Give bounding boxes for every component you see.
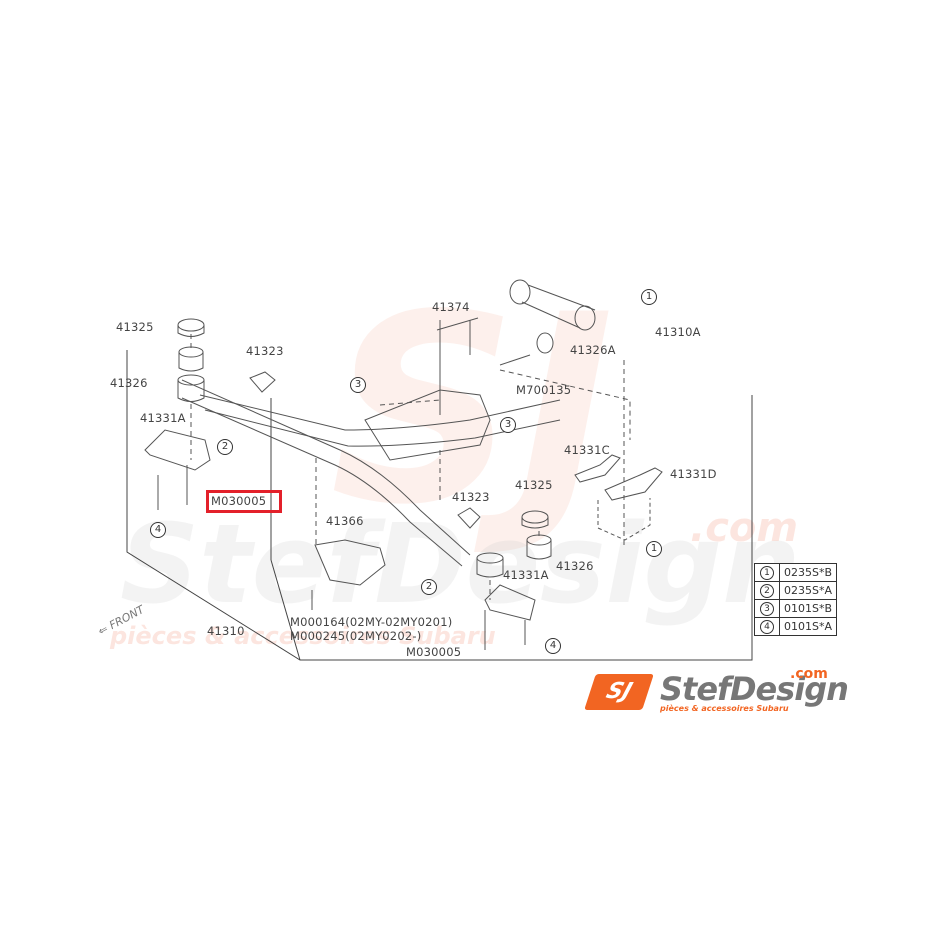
callout-2: 2: [217, 439, 233, 455]
legend-key: 1: [760, 566, 774, 580]
callout-1: 1: [646, 541, 662, 557]
part-label-m030005-right[interactable]: M030005: [406, 645, 462, 659]
legend-row: 1 0235S*B: [754, 563, 838, 582]
watermark-tagline: pièces & accessoires Subaru: [110, 622, 496, 650]
callout-4: 4: [150, 522, 166, 538]
highlight-box: [206, 490, 282, 513]
callout-3: 3: [500, 417, 516, 433]
legend-code: 0235S*B: [778, 563, 838, 582]
part-label-41331a[interactable]: 41331A: [140, 411, 186, 425]
logo-tagline: pièces & accessoires Subaru: [660, 704, 789, 713]
logo-name: StefDesign: [660, 670, 849, 708]
legend-row: 3 0101S*B: [754, 599, 838, 618]
part-label-41374[interactable]: 41374: [432, 300, 470, 314]
legend-key: 2: [760, 584, 774, 598]
part-label-m000245[interactable]: M000245(02MY0202-): [290, 629, 422, 643]
fastener-legend-table: 1 0235S*B 2 0235S*A 3 0101S*B 4 0101S*A: [754, 563, 838, 636]
part-label-41323-right[interactable]: 41323: [452, 490, 490, 504]
watermark-com: .com: [690, 505, 799, 551]
callout-1: 1: [641, 289, 657, 305]
part-label-41325-right[interactable]: 41325: [515, 478, 553, 492]
part-label-41323[interactable]: 41323: [246, 344, 284, 358]
part-label-41326-right[interactable]: 41326: [556, 559, 594, 573]
logo-com: .com: [790, 666, 828, 682]
legend-row: 2 0235S*A: [754, 581, 838, 600]
stefdesign-logo: SJ StefDesign .com pièces & accessoires …: [584, 666, 850, 718]
legend-code: 0101S*B: [778, 599, 838, 618]
legend-code: 0101S*A: [778, 617, 838, 636]
part-label-41326a[interactable]: 41326A: [570, 343, 616, 357]
part-label-m030005-highlighted[interactable]: M030005: [211, 494, 267, 508]
part-label-41366[interactable]: 41366: [326, 514, 364, 528]
callout-4: 4: [545, 638, 561, 654]
logo-mark-icon: SJ: [584, 674, 654, 710]
legend-code: 0235S*A: [778, 581, 838, 600]
callout-3: 3: [350, 377, 366, 393]
part-label-41331c[interactable]: 41331C: [564, 443, 610, 457]
part-label-41326[interactable]: 41326: [110, 376, 148, 390]
part-label-41310[interactable]: 41310: [207, 624, 245, 638]
part-label-41325[interactable]: 41325: [116, 320, 154, 334]
legend-row: 4 0101S*A: [754, 617, 838, 636]
legend-key: 3: [760, 602, 774, 616]
callout-2: 2: [421, 579, 437, 595]
part-label-41331d[interactable]: 41331D: [670, 467, 717, 481]
part-label-m000164[interactable]: M000164(02MY-02MY0201): [290, 615, 453, 629]
part-label-41310a[interactable]: 41310A: [655, 325, 701, 339]
part-label-m700135[interactable]: M700135: [516, 383, 572, 397]
legend-key: 4: [760, 620, 774, 634]
part-label-41331a-right[interactable]: 41331A: [503, 568, 549, 582]
watermark-logo-mark: SJ: [330, 260, 614, 562]
